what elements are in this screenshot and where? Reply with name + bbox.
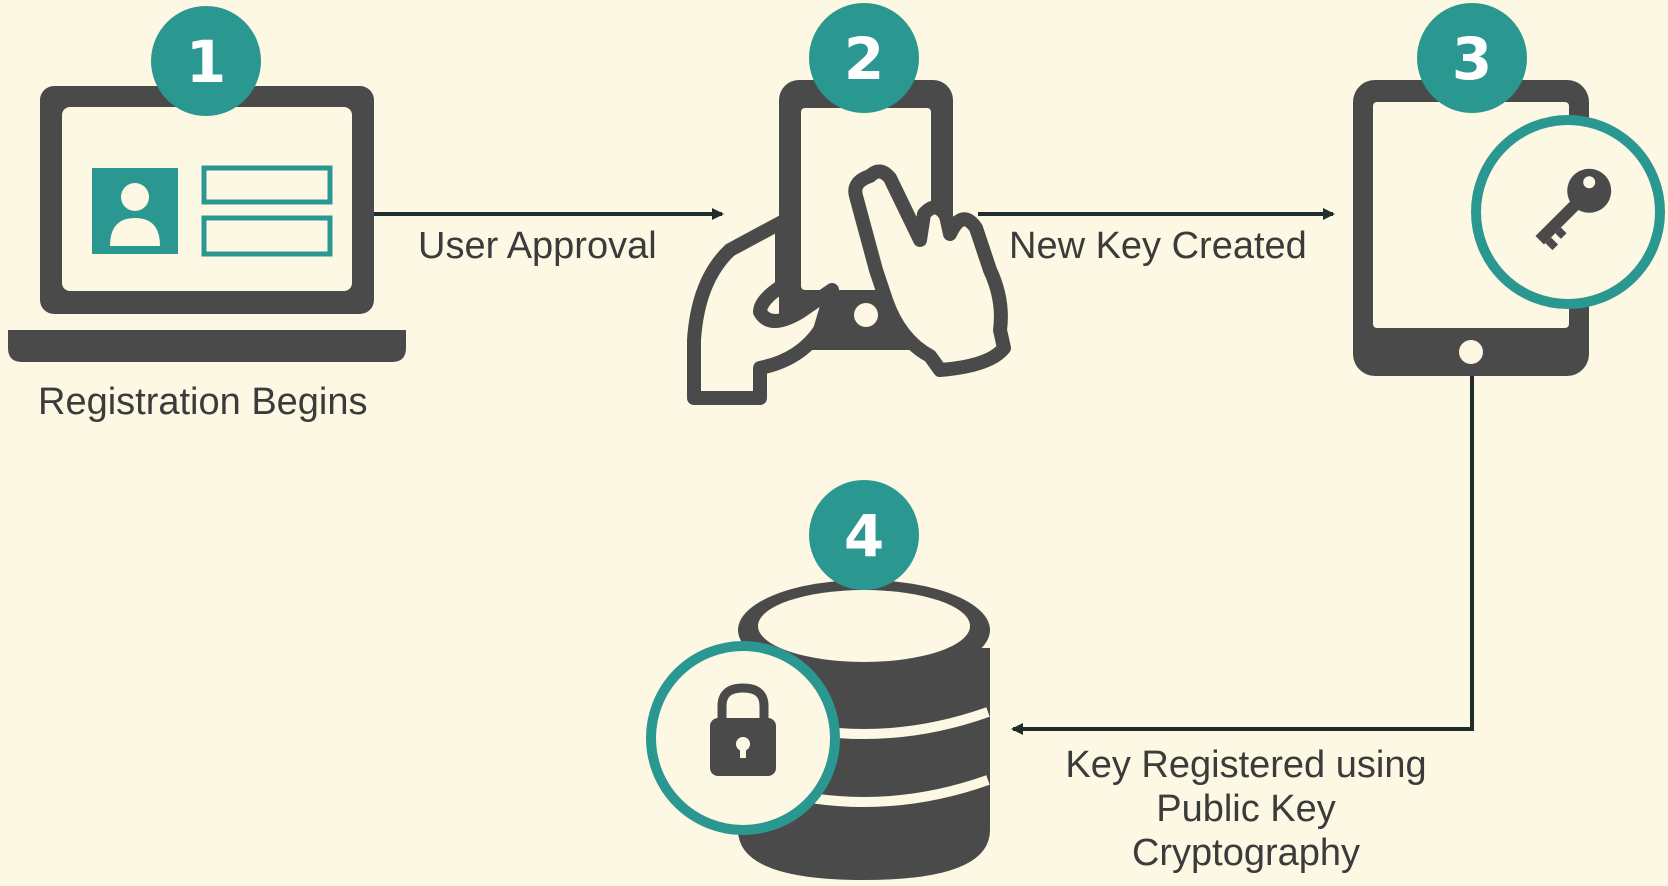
arrow-label-key-registered-line-3: Cryptography <box>1131 832 1361 874</box>
step-2-badge: 2 <box>809 3 919 113</box>
database-with-lock-icon <box>646 580 990 880</box>
hand-holding-phone-tap-icon <box>687 80 1011 405</box>
step-3-badge: 3 <box>1417 3 1527 113</box>
tablet-with-key-icon <box>1353 80 1665 376</box>
step-1-badge: 1 <box>151 6 261 116</box>
lock-icon <box>710 683 776 776</box>
arrow-label-key-registered-line-1: Key Registered using <box>1065 744 1427 786</box>
svg-text:2: 2 <box>844 25 884 93</box>
laptop-with-profile-form-icon <box>8 86 406 362</box>
svg-text:3: 3 <box>1452 25 1492 93</box>
svg-text:4: 4 <box>844 502 884 570</box>
key-icon <box>1535 168 1612 251</box>
arrow-label-new-key-created: New Key Created <box>1009 225 1307 267</box>
step-4-badge: 4 <box>809 480 919 590</box>
arrow-label-key-registered: Key Registered using Public Key Cryptogr… <box>1036 743 1456 875</box>
step-1-caption: Registration Begins <box>38 381 368 423</box>
svg-text:1: 1 <box>186 28 226 96</box>
connector-3-to-4 <box>1011 372 1474 735</box>
arrow-label-key-registered-line-2: Public Key <box>1156 788 1336 830</box>
arrow-label-user-approval: User Approval <box>418 225 657 267</box>
